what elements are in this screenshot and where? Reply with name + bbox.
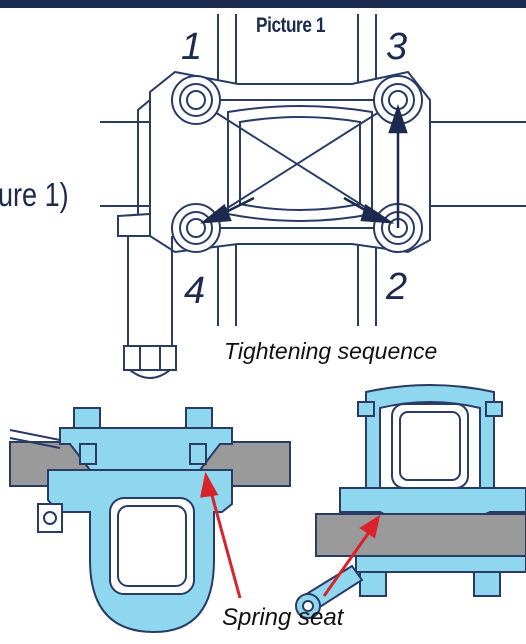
bolt-1-icon (171, 75, 221, 125)
spring-seat-right-drawing (295, 384, 526, 619)
bolt-number-1: 1 (181, 26, 203, 68)
spring-seat-pointers (200, 471, 381, 599)
sequence-arrows (200, 104, 408, 228)
spring-seat-label: Spring seat (222, 604, 344, 631)
figure-title: Picture 1 (256, 14, 326, 37)
tightening-drawing (100, 14, 526, 379)
top-bar (0, 0, 526, 8)
cut-off-heading: ure 1) (0, 176, 69, 213)
bolt-number-2: 2 (386, 266, 408, 308)
bolt-number-4: 4 (184, 270, 206, 312)
bolt-number-3: 3 (386, 26, 408, 68)
tightening-caption: Tightening sequence (224, 338, 438, 364)
spring-seat-left-drawing (9, 407, 291, 634)
bolt-4-icon (171, 203, 221, 253)
